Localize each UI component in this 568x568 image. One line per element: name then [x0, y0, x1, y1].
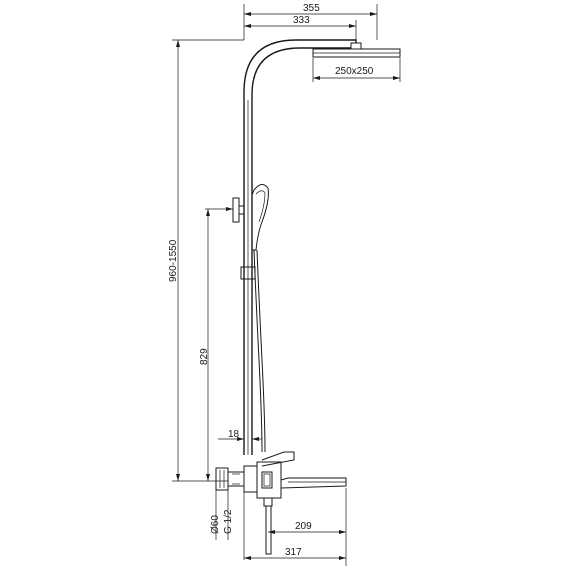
dim-hose-offset-label: 18 — [228, 429, 240, 440]
dim-holder-height: 829 — [199, 209, 210, 481]
dim-hose-offset: 18 — [218, 429, 262, 446]
bath-spout — [263, 477, 347, 555]
dim-head-size: 250x250 — [312, 58, 401, 82]
dim-projection-label: 317 — [285, 547, 302, 558]
dim-spout-length-label: 209 — [295, 521, 312, 532]
dim-holder-height-label: 829 — [199, 348, 210, 365]
hand-shower-holder — [205, 197, 244, 223]
dim-overall-width-label: 355 — [303, 3, 320, 14]
dim-projection: 317 — [244, 540, 347, 566]
thread-label: G 1/2 — [223, 509, 234, 534]
dim-head-size-label: 250x250 — [335, 66, 374, 77]
shower-hose — [253, 249, 266, 453]
dim-connection: Ø60 G 1/2 — [210, 490, 245, 560]
hand-shower — [251, 184, 269, 251]
shower-column — [243, 39, 357, 455]
dim-overall-width: 355 — [243, 3, 378, 40]
dim-spout-length: 209 — [268, 488, 347, 540]
escutcheon-diameter-label: Ø60 — [210, 515, 221, 534]
dim-head-reach-label: 333 — [293, 15, 310, 26]
dim-height-range-label: 960-1550 — [168, 239, 179, 282]
dim-height-range: 960-1550 — [168, 39, 244, 482]
overhead-shower-head — [312, 42, 401, 58]
dim-head-reach: 333 — [244, 15, 357, 40]
